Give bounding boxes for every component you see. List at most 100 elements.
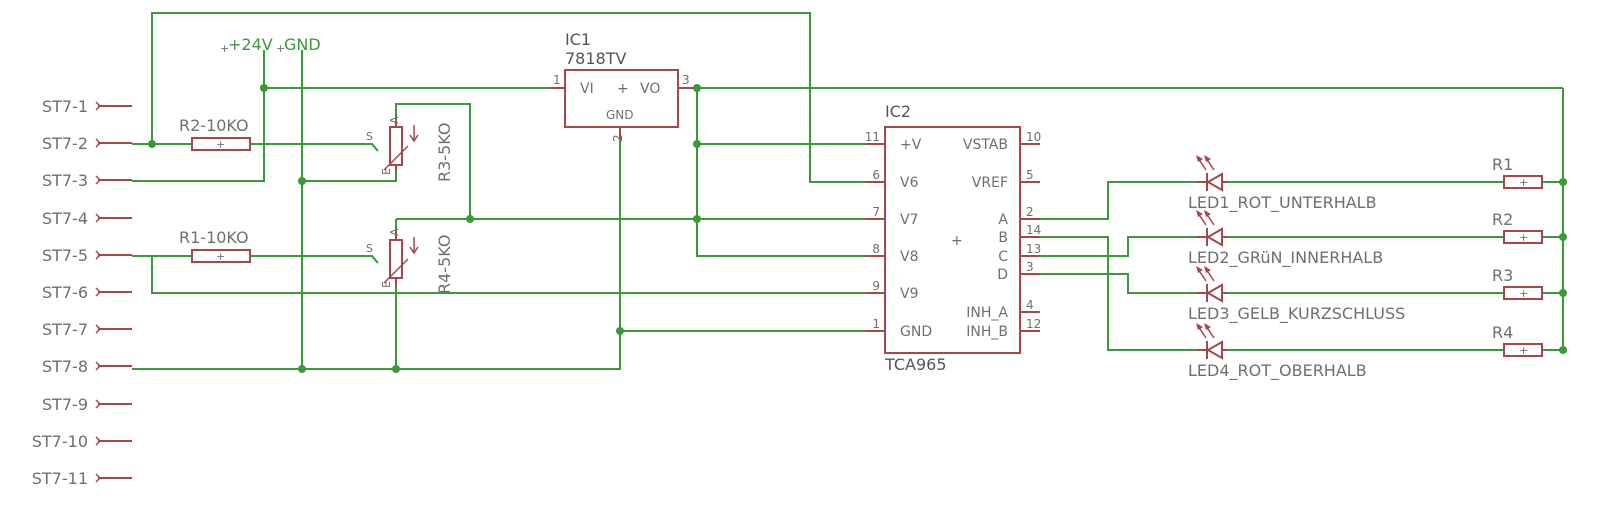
wire-out-d [1040, 273, 1196, 294]
resistor-r2: + R2-10KO [179, 116, 251, 151]
led-4: LED4_ROT_OBERHALB [1188, 323, 1367, 381]
led-emission-arrow-head [1196, 210, 1203, 217]
ic2-right-pin-label: INH_A [966, 305, 1008, 321]
connector-pin-label: ST7-8 [42, 357, 88, 376]
led-emission-arrow-head [1204, 323, 1211, 330]
led-2: LED2_GRüN_INNERHALB [1188, 210, 1383, 268]
ic1-body [564, 69, 679, 128]
junction-dot [693, 140, 701, 148]
power-labels: + +24V + GND [220, 35, 321, 55]
resistor-mark: + [1519, 231, 1528, 244]
ic2-left-pin-label: +V [900, 137, 922, 153]
r3-arrow-head [409, 134, 419, 143]
ic2-left-pin-num: 1 [872, 317, 880, 331]
potentiometer-r3: S A E R3-5KO [366, 116, 454, 182]
wire-r1-to-r4 [250, 255, 379, 264]
label-gnd: GND [284, 35, 321, 54]
wire-24v [132, 50, 265, 182]
ic1-name: IC1 [565, 30, 591, 49]
resistor-mark: + [1519, 176, 1528, 189]
r1-mark: + [216, 250, 225, 263]
resistor-label: R2 [1492, 210, 1513, 229]
led-emission-arrow-head [1196, 155, 1203, 162]
ic2-left-pin-label: V7 [900, 212, 918, 228]
r4-e: E [380, 281, 393, 288]
led-triangle [1205, 172, 1223, 192]
plus-mark: + [220, 42, 229, 55]
junction-dot [693, 84, 701, 92]
ic2-right-pin-num: 5 [1026, 168, 1034, 182]
junction-dot [392, 365, 400, 373]
resistor-body [1503, 175, 1543, 189]
r3-a: A [388, 116, 401, 124]
ic1-pin2-num: 2 [611, 134, 625, 142]
potentiometer-r4: S A E R4-5KO [366, 228, 454, 294]
connector-pin-arrow [95, 473, 102, 483]
ic2-body [884, 126, 1021, 354]
led-array: LED1_ROT_UNTERHALB + R1LED2_GRüN_INNERHALB… [1188, 155, 1543, 381]
connector-pin-label: ST7-7 [42, 320, 88, 339]
junction-dot [298, 177, 306, 185]
ic2-right-pin-num: 2 [1026, 205, 1034, 219]
ic2-left-pin-label: V9 [900, 286, 918, 302]
ic1-pin1-num: 1 [553, 73, 561, 87]
label-24v: +24V [228, 35, 273, 54]
ic2-right-pin-num: 12 [1026, 317, 1041, 331]
led-triangle [1205, 227, 1223, 247]
junction-dot [260, 84, 268, 92]
ic2-left-pin-label: V8 [900, 249, 918, 265]
connector-pin-label: ST7-3 [42, 171, 88, 190]
r2-mark: + [216, 138, 225, 151]
ic1-pin3-num: 3 [682, 73, 690, 87]
led-label: LED2_GRüN_INNERHALB [1188, 248, 1383, 268]
r4-wiper [383, 258, 409, 284]
ic2-right-pin-label: D [997, 267, 1008, 283]
r2-label: R2-10KO [179, 116, 249, 135]
resistor-label: R4 [1492, 323, 1513, 342]
ic2-left-pin-num: 9 [872, 279, 880, 293]
r3-label: R3-5KO [435, 123, 454, 182]
wire-st7-5-to-v9 [151, 256, 877, 294]
connector-pin-arrow [95, 399, 102, 409]
ic1-vi: VI [580, 81, 594, 97]
led-emission-arrow-head [1204, 155, 1211, 162]
led-label: LED1_ROT_UNTERHALB [1188, 193, 1377, 213]
ic2-right-pin-num: 4 [1026, 298, 1034, 312]
r1-label: R1-10KO [179, 228, 249, 247]
ic1-gnd: GND [606, 108, 634, 122]
r3-s: S [366, 130, 373, 143]
led-emission-arrow-head [1204, 210, 1211, 217]
connector-pin-arrow [95, 436, 102, 446]
junction-dot [616, 327, 624, 335]
connector-pin-label: ST7-6 [42, 283, 88, 302]
connector-pin-label: ST7-10 [32, 432, 88, 451]
ic2-left-pin-label: V6 [900, 175, 919, 191]
led-resistor-3: +R3 [1492, 266, 1543, 300]
ic2-left-pin-label: GND [900, 324, 932, 340]
connector-pin-arrow [95, 324, 102, 334]
ic2-right-pin-num: 3 [1026, 260, 1034, 274]
junction-dot [148, 140, 156, 148]
resistor-label: R1 [1492, 155, 1513, 174]
led-resistor-2: + R2 [1492, 210, 1543, 244]
junctions [148, 84, 1567, 373]
r2-body [191, 137, 251, 151]
resistor-body [1503, 230, 1543, 244]
ic2-right-pin-label: INH_B [966, 324, 1008, 340]
led-resistor-1: + R1 [1492, 155, 1543, 189]
wire-out-a [1040, 181, 1196, 220]
wire-r3a [395, 103, 471, 219]
plus-mark: + [276, 42, 285, 55]
ic2-right-pin-label: VSTAB [963, 137, 1008, 153]
led-emission-arrow-head [1196, 266, 1203, 273]
ic2-left-pin-num: 8 [872, 242, 880, 256]
wire-out-b [1040, 236, 1196, 351]
r4-s: S [366, 242, 373, 255]
ic2-right-pin-label: VREF [972, 175, 1008, 191]
resistor-body [1503, 343, 1543, 357]
ic1-value: 7818TV [565, 49, 626, 68]
wire-vo-bus [696, 88, 877, 257]
r4-arrow-head [409, 246, 419, 255]
